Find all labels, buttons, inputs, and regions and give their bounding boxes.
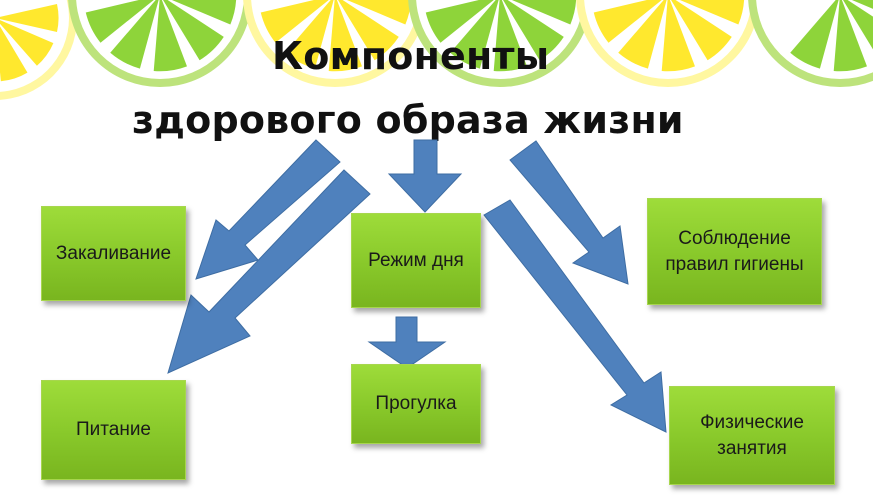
arrow-to-daily-routine [387,139,463,213]
box-hygiene: Соблюдение правил гигиены [647,198,822,305]
box-daily-routine: Режим дня [351,213,481,308]
box-nutrition: Питание [41,380,186,480]
lime-slice [748,0,873,87]
lime-slice [68,0,252,87]
arrow-to-hardening [195,139,341,280]
box-walk: Прогулка [351,364,481,444]
box-nutrition-label: Питание [76,419,151,441]
arrow-to-exercise [483,199,667,433]
box-exercise-label: Физические занятия [700,411,804,459]
citrus-slices-decoration [0,0,873,100]
box-hardening: Закаливание [41,206,186,301]
arrow-to-walk [367,316,447,369]
box-exercise: Физические занятия [669,386,835,485]
lemon-slice [576,0,760,87]
lemon-slice [0,0,77,100]
title-line-1: Компоненты [272,34,550,78]
lemon-slice [243,0,427,87]
title-line-2: здорового образа жизни [132,98,684,142]
box-daily-routine-label: Режим дня [368,249,464,271]
box-hygiene-label: Соблюдение правил гигиены [665,227,804,275]
box-hardening-label: Закаливание [55,242,172,264]
arrow-to-nutrition [167,169,371,374]
arrow-to-hygiene [509,140,629,285]
lime-slice [408,0,592,87]
box-walk-label: Прогулка [375,393,457,415]
